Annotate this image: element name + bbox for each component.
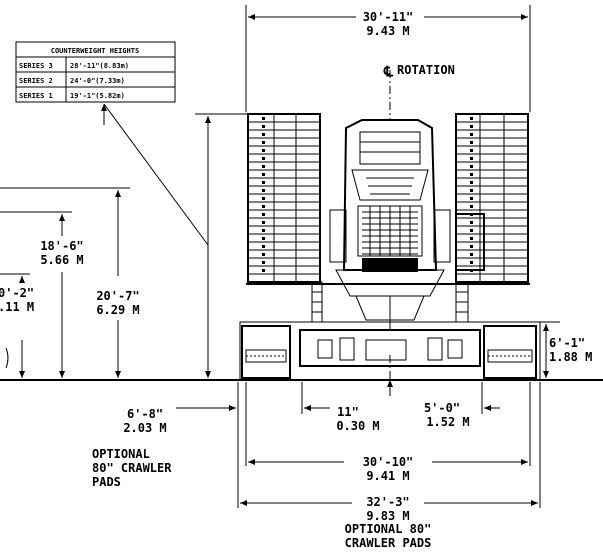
dimensions: 30'-11" 9.43 M 20'-7" 6.29 M 18'-6" 5.66… — [0, 5, 592, 523]
dim-top-ft: 30'-11" — [363, 10, 414, 24]
right-counterweight-stack — [455, 113, 529, 283]
dim-6r-ft: 6'-1" — [549, 336, 585, 350]
note-pads-left-1: OPTIONAL — [92, 447, 150, 461]
left-counterweight-stack — [247, 113, 321, 283]
crawler-assembly — [0, 321, 603, 381]
notes: OPTIONAL 80" CRAWLER PADS OPTIONAL 80" C… — [92, 447, 431, 550]
dim-11-m: 0.30 M — [336, 419, 379, 433]
dim-5-m: 1.52 M — [426, 415, 469, 429]
dim-32-m: 9.83 M — [366, 509, 409, 523]
dim-20-m: 6.29 M — [96, 303, 139, 317]
rotation-centerline: ℄ ROTATION — [383, 63, 455, 395]
table-header: COUNTERWEIGHT HEIGHTS — [51, 47, 140, 55]
dim-top-m: 9.43 M — [366, 24, 409, 38]
dim-6l-ft: 6'-8" — [127, 407, 163, 421]
counterweight-heights-table: COUNTERWEIGHT HEIGHTS SERIES 3 28'-11"(8… — [15, 41, 209, 246]
dim-11-ft: 11" — [337, 405, 359, 419]
dim-30-m: 9.41 M — [366, 469, 409, 483]
dim-30-ft: 30'-10" — [363, 455, 414, 469]
upper-superstructure — [246, 119, 530, 330]
dim-18-m: 5.66 M — [40, 253, 83, 267]
table-series-1-value: 19'-1"(5.82m) — [70, 92, 125, 100]
dim-18-ft: 18'-6" — [40, 239, 83, 253]
dim-20-ft: 20'-7" — [96, 289, 139, 303]
dim-6r-m: 1.88 M — [549, 350, 592, 364]
dim-6l-m: 2.03 M — [123, 421, 166, 435]
table-series-2: SERIES 2 — [19, 77, 53, 85]
note-pads-left-3: PADS — [92, 475, 121, 489]
crane-body: ℄ ROTATION — [0, 63, 603, 395]
table-series-2-value: 24'-0"(7.33m) — [70, 77, 125, 85]
svg-text:℄: ℄ — [383, 64, 394, 80]
dim-5-ft: 5'-0" — [424, 401, 460, 415]
dim-10-ft: 0'-2" — [0, 286, 34, 300]
note-pads-bottom-1: OPTIONAL 80" — [345, 522, 432, 536]
note-pads-bottom-2: CRAWLER PADS — [345, 536, 432, 550]
rotation-label: ROTATION — [397, 63, 455, 77]
table-series-1: SERIES 1 — [19, 92, 53, 100]
table-series-3: SERIES 3 — [19, 62, 53, 70]
dim-32-ft: 32'-3" — [366, 495, 409, 509]
table-series-3-value: 28'-11"(8.83m) — [70, 62, 129, 70]
dim-10-m: .11 M — [0, 300, 34, 314]
note-pads-left-2: 80" CRAWLER — [92, 461, 172, 475]
